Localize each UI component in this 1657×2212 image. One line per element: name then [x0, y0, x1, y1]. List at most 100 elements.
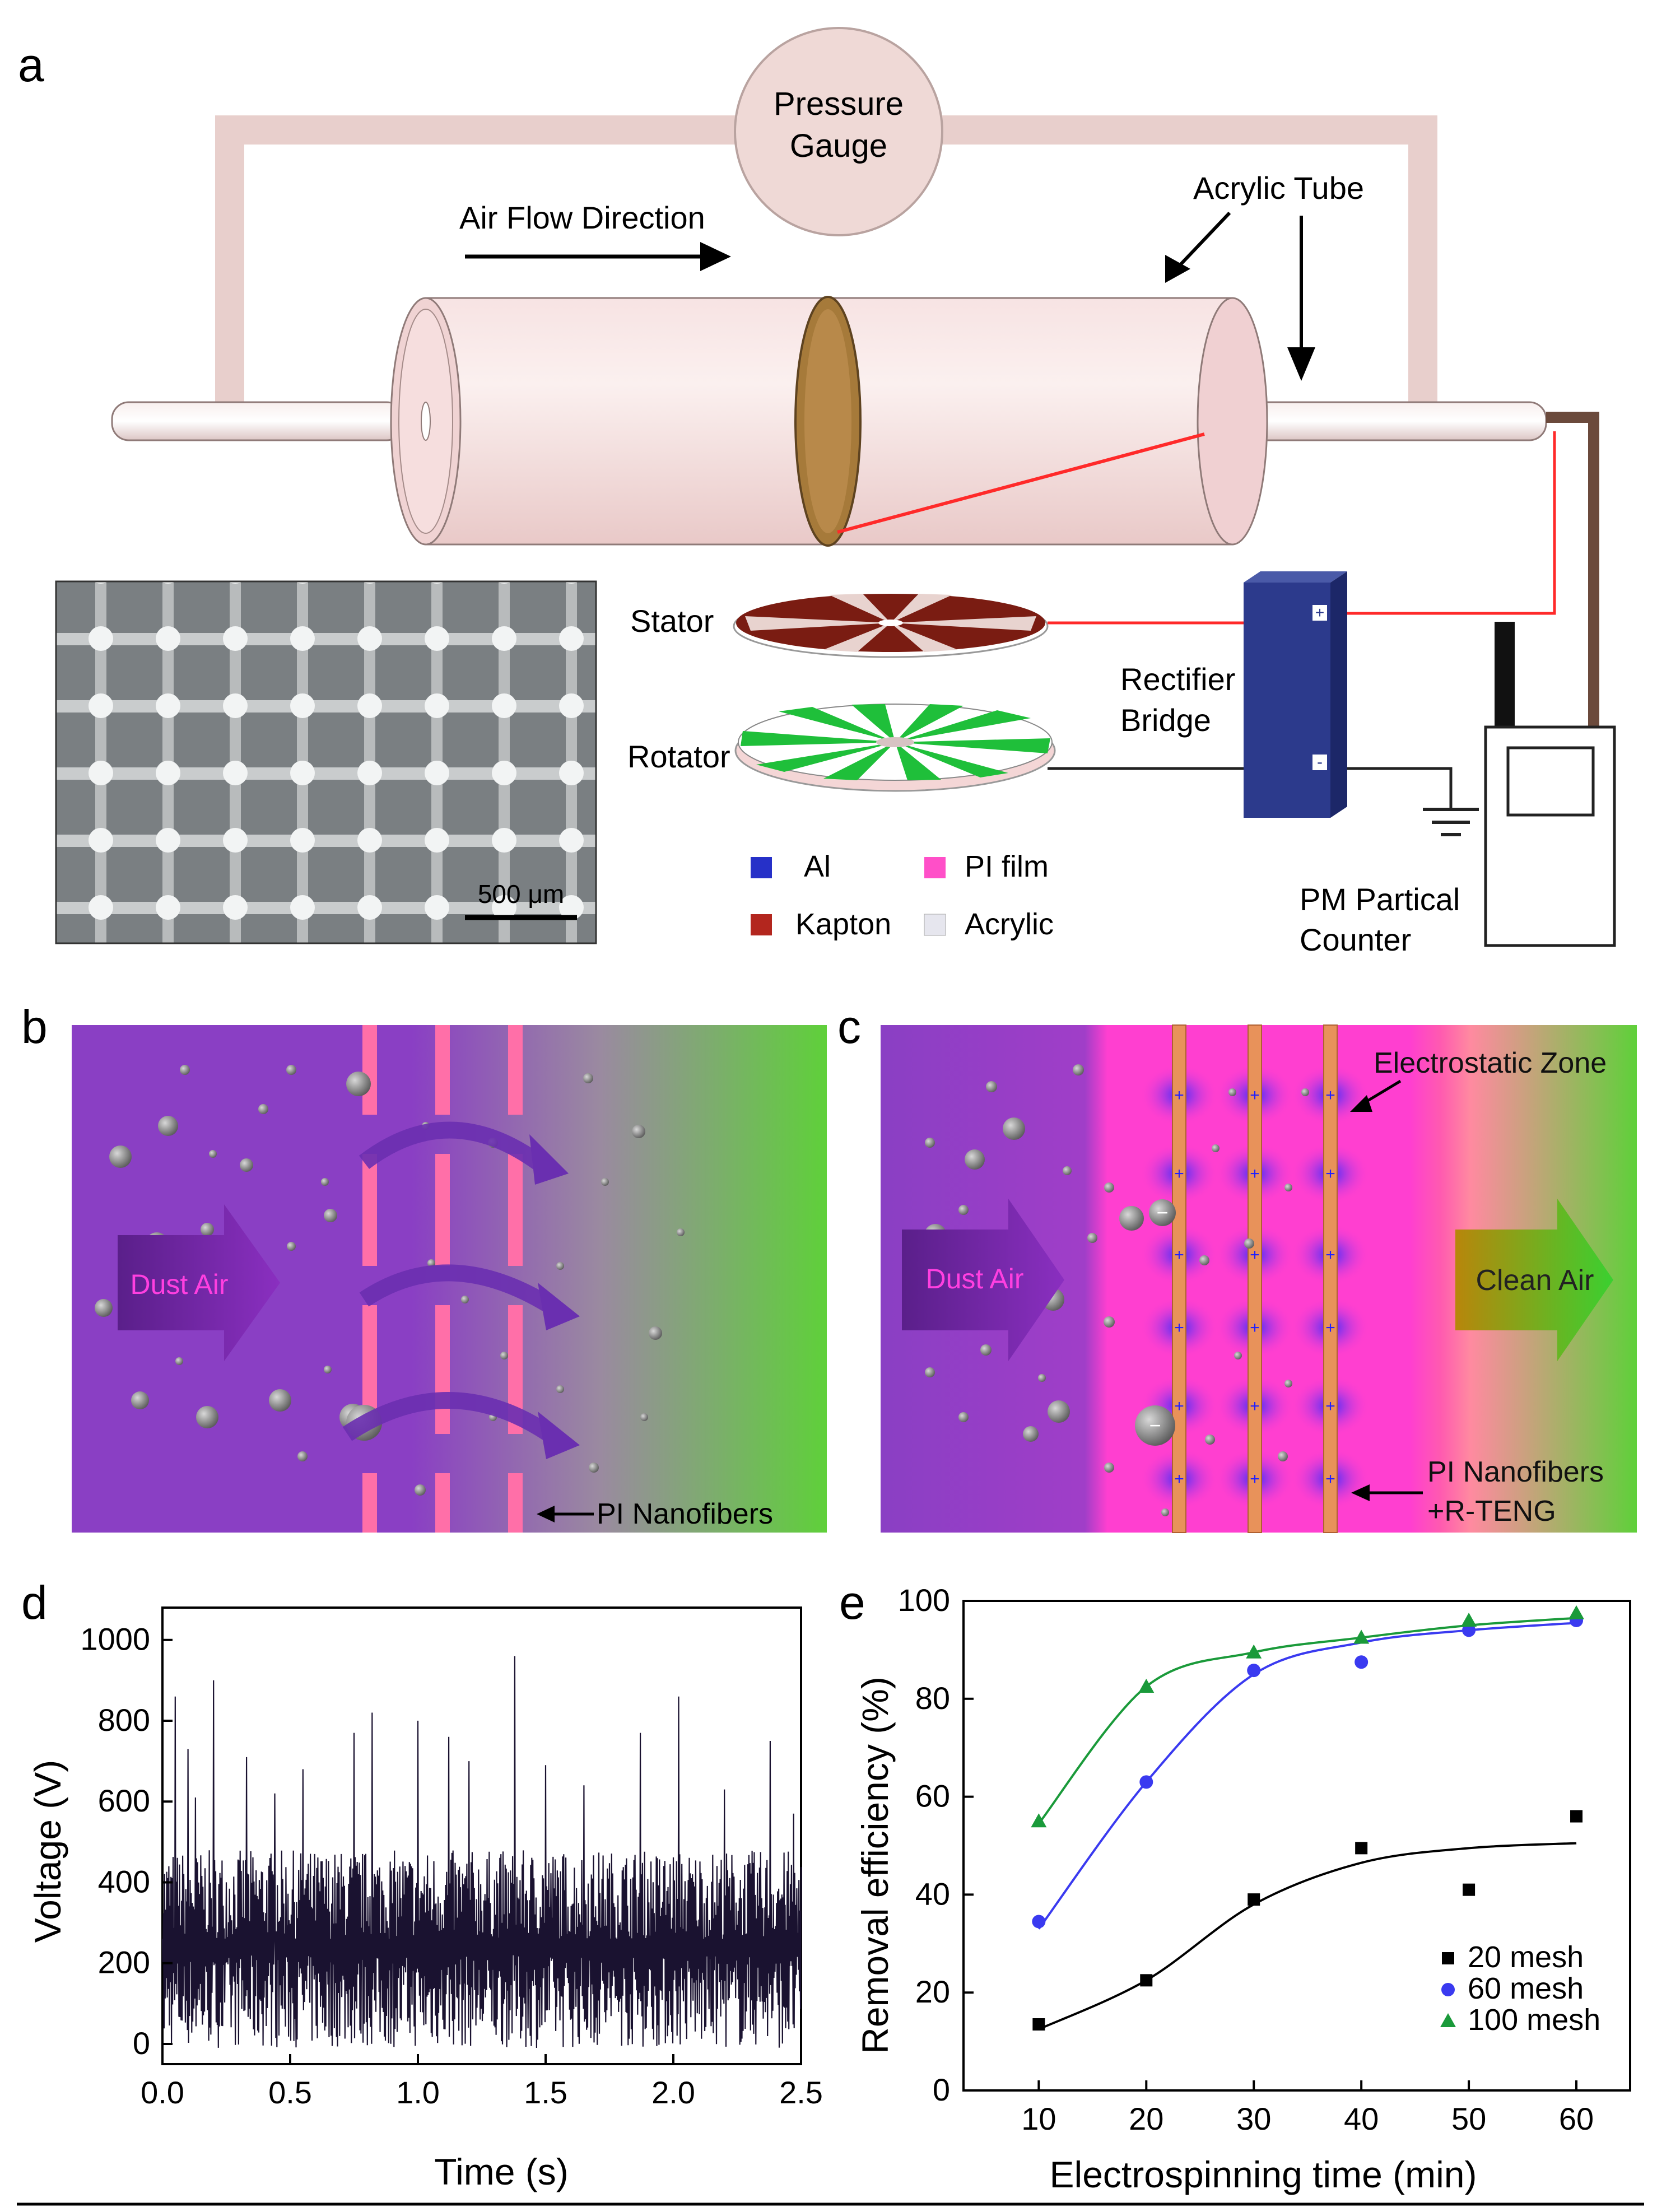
data-point-2 — [1355, 1655, 1369, 1669]
stator-disc — [733, 594, 1049, 658]
dust-particle — [346, 1072, 371, 1096]
positive-charge-mark: + — [1325, 1086, 1335, 1105]
clean-air-arrow — [1455, 1199, 1613, 1361]
dust-particle — [958, 1412, 969, 1422]
legend-label-kapton: Kapton — [795, 907, 891, 941]
nanofiber-segment — [362, 1473, 377, 1533]
legend-label-al: Al — [804, 850, 831, 883]
dust-particle — [958, 1205, 969, 1215]
fit-curve-1 — [1038, 1842, 1577, 2031]
x-tick-label-d: 1.0 — [396, 2075, 440, 2110]
dust-particle — [109, 1145, 132, 1168]
legend-swatch-pi — [924, 857, 946, 878]
nanofiber-column — [1323, 1024, 1338, 1533]
dust-particle — [180, 1065, 190, 1075]
dust-particle — [286, 1065, 296, 1075]
dust-particle — [965, 1149, 985, 1170]
nanofiber-columns-b — [362, 1025, 523, 1533]
dust-particles-b — [95, 1065, 685, 1496]
positive-charge-mark: + — [1250, 1470, 1260, 1488]
flow-arrows-b — [342, 1121, 554, 1441]
positive-charge-mark: + — [1325, 1319, 1335, 1337]
dust-particle — [258, 1104, 268, 1114]
panel-letter-a: a — [18, 39, 44, 91]
positive-charge-mark: + — [1250, 1319, 1260, 1337]
dust-particle — [500, 1352, 508, 1359]
data-point-3 — [1138, 1678, 1155, 1693]
dust-particle — [1104, 1182, 1114, 1193]
acrylic-tube-label: Acrylic Tube — [1193, 170, 1364, 206]
x-tick-label-d: 0.0 — [141, 2075, 184, 2110]
legend-marker-1 — [1442, 1952, 1454, 1964]
positive-charge-mark: + — [1325, 1246, 1335, 1264]
dust-particle — [1119, 1206, 1144, 1231]
data-point-2 — [1247, 1664, 1261, 1678]
data-point-2 — [1462, 1623, 1476, 1637]
legend-swatch-kapton — [751, 914, 772, 935]
charged-dust-medium — [1149, 1199, 1176, 1226]
dust-particle — [201, 1223, 214, 1236]
acrylic-arrow-1 — [1175, 211, 1231, 271]
x-tick-label-e: 10 — [1021, 2101, 1056, 2136]
clean-air-label: Clean Air — [1476, 1264, 1594, 1297]
y-tick-label-d: 600 — [98, 1783, 150, 1818]
dust-particle — [196, 1406, 218, 1428]
counter-label-1: PM Partical — [1300, 882, 1460, 917]
rectifier-bridge — [1244, 571, 1347, 818]
dust-particle — [1212, 1144, 1220, 1152]
data-point-3 — [1568, 1605, 1585, 1619]
counter-hose — [1546, 412, 1599, 728]
dust-particle — [980, 1344, 992, 1356]
positive-charge-mark: + — [1250, 1165, 1260, 1183]
positive-charge-mark: + — [1325, 1397, 1335, 1415]
fiber-label-c-2: +R-TENG — [1427, 1495, 1556, 1528]
dust-particle — [925, 1138, 935, 1148]
nanofiber-columns-c: ++++++++++++++++++ — [1172, 1024, 1338, 1533]
dust-particle — [321, 1178, 329, 1186]
x-tick-label-d: 0.5 — [268, 2075, 312, 2110]
y-tick-label-e: 80 — [915, 1680, 950, 1716]
outlet-pipe — [1231, 401, 1547, 441]
panel-letter-e: e — [839, 1576, 865, 1629]
positive-charge-mark: + — [1174, 1246, 1184, 1264]
panel-b: b Dust Air PI Nanofibers — [21, 1000, 827, 1533]
dust-particle — [986, 1081, 997, 1092]
dust-particle — [1205, 1435, 1215, 1445]
x-tick-label-e: 50 — [1451, 2101, 1486, 2136]
positive-charge-mark: + — [1250, 1397, 1260, 1415]
x-axis-label-e: Electrospinning time (min) — [1050, 2154, 1477, 2195]
y-tick-label-e: 60 — [915, 1778, 950, 1814]
rectifier-plus: + — [1315, 604, 1324, 621]
legend-label-3: 100 mesh — [1468, 2003, 1600, 2037]
x-tick-label-e: 30 — [1236, 2101, 1271, 2136]
nanofiber-segment — [362, 1154, 377, 1266]
legend-label-pi: PI film — [965, 850, 1049, 883]
nanofiber-segment — [508, 1025, 523, 1115]
legend-label-2: 60 mesh — [1468, 1972, 1584, 2005]
y-tick-label-e: 100 — [898, 1582, 950, 1618]
x-tick-label-e: 60 — [1559, 2101, 1594, 2136]
dust-particle — [1244, 1238, 1254, 1249]
dust-particle — [601, 1178, 609, 1186]
rectifier-label-1: Rectifier — [1120, 662, 1235, 697]
dust-air-arrow-c — [902, 1199, 1064, 1361]
nanofiber-segment — [508, 1473, 523, 1533]
dust-particle — [1073, 1064, 1084, 1075]
ground-icon — [1423, 808, 1479, 836]
positive-charge-mark: + — [1174, 1086, 1184, 1105]
x-tick-label-e: 20 — [1129, 2101, 1163, 2136]
panel-letter-b: b — [21, 1000, 48, 1053]
zone-label: Electrostatic Zone — [1374, 1047, 1607, 1079]
counter-label-2: Counter — [1300, 922, 1411, 957]
pressure-tubing — [215, 115, 1437, 403]
x-tick-label-e: 40 — [1344, 2101, 1379, 2136]
dust-particle — [415, 1484, 426, 1496]
nanofiber-column — [1248, 1024, 1262, 1533]
data-point-3 — [1031, 1813, 1047, 1828]
nanofiber-segment — [508, 1154, 523, 1266]
rotator-disc — [734, 704, 1056, 792]
x-tick-label-d: 1.5 — [524, 2075, 567, 2110]
positive-charge-mark: + — [1174, 1319, 1184, 1337]
